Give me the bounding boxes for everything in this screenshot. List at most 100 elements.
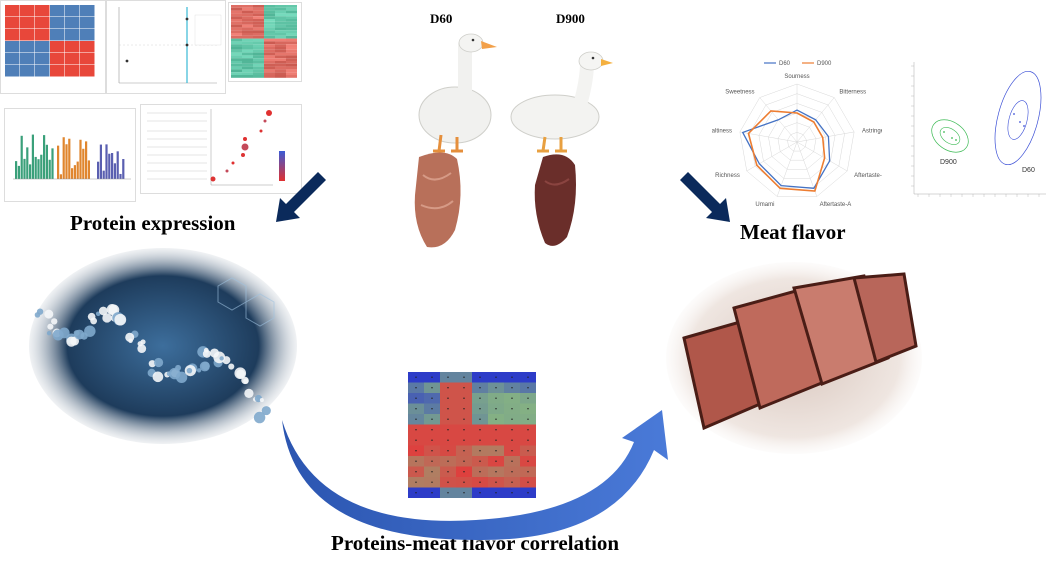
significance-dot — [447, 387, 449, 389]
go-bar — [71, 168, 74, 179]
heatmap-cell — [231, 30, 242, 33]
heatmap-cell — [65, 53, 80, 65]
significance-dot — [463, 460, 465, 462]
kegg-bubble — [241, 153, 245, 157]
significance-dot — [447, 408, 449, 410]
heatmap-cell — [253, 10, 264, 14]
heatmap-cell — [286, 44, 297, 47]
significance-dot — [447, 439, 449, 441]
heatmap-cell — [275, 27, 286, 31]
correlation-heatmap-thumb — [5, 5, 95, 77]
heatmap-cell — [286, 75, 297, 78]
kegg-bubble — [225, 169, 229, 173]
go-bar — [105, 144, 108, 179]
dna-bead — [243, 378, 249, 384]
label-meat-flavor: Meat flavor — [740, 220, 846, 244]
significance-dot — [463, 471, 465, 473]
correlation-heatmap — [408, 372, 536, 498]
kegg-bubble — [231, 161, 235, 165]
significance-dot — [479, 408, 481, 410]
heatmap-cell — [50, 53, 65, 65]
heatmap-cell — [20, 17, 35, 29]
go-bar — [57, 145, 60, 179]
radar-series-d900 — [747, 110, 826, 192]
dna-bead — [87, 312, 96, 321]
go-bar — [45, 144, 48, 179]
heatmap-cell — [231, 41, 242, 45]
heatmap-cell — [231, 7, 242, 11]
radar-legend-d60: D60 — [779, 61, 791, 67]
go-bar — [65, 144, 68, 179]
heatmap-cell — [275, 16, 286, 19]
go-bar — [62, 137, 65, 179]
heatmap-cell — [231, 69, 242, 73]
significance-dot — [463, 450, 465, 452]
go-bar — [17, 165, 20, 179]
heatmap-cell — [35, 17, 50, 29]
heatmap-cell — [264, 5, 275, 8]
pca-label-d60: D60 — [1022, 167, 1035, 174]
heatmap-cell — [253, 33, 264, 36]
heatmap-cell — [242, 44, 253, 47]
heatmap-cell — [242, 21, 253, 25]
go-bar — [20, 135, 23, 179]
heatmap-cell — [286, 19, 297, 22]
kegg-bubble-thumbnail — [140, 104, 302, 194]
significance-dot — [527, 471, 529, 473]
heatmap-cell — [286, 55, 297, 59]
heatmap-cell — [242, 35, 253, 39]
heatmap-cell — [275, 5, 286, 8]
radar-axis-label: Bitterness — [839, 89, 866, 95]
heatmap-cell — [50, 29, 65, 41]
radar-axis-label: Aftertaste-B — [854, 173, 882, 179]
dna-bead — [46, 331, 52, 336]
heatmap-cell — [286, 52, 297, 56]
go-bar — [40, 154, 43, 179]
significance-dot — [479, 429, 481, 431]
go-bar — [97, 161, 100, 179]
radar-grid-ring — [768, 112, 826, 170]
go-bar — [68, 138, 71, 179]
radar-axis — [746, 141, 798, 172]
dna-bead — [253, 411, 266, 424]
significance-dot — [527, 492, 529, 494]
significance-dot — [527, 387, 529, 389]
go-bar — [99, 144, 102, 179]
heatmap-cell — [65, 5, 80, 17]
significance-dot — [431, 418, 433, 420]
dna-bead — [153, 357, 164, 368]
heatmap-cell — [20, 5, 35, 17]
significance-dot — [495, 450, 497, 452]
significance-dot — [495, 481, 497, 483]
meat-d900-image — [534, 154, 576, 246]
heatmap-cell — [275, 61, 286, 64]
dna-bead — [66, 336, 77, 347]
heatmap-cell — [264, 13, 275, 17]
go-bar — [51, 148, 54, 179]
heatmap-cell — [242, 55, 253, 59]
significance-dot — [415, 408, 417, 410]
significance-dot — [431, 450, 433, 452]
significance-dot — [495, 418, 497, 420]
go-bar — [87, 160, 90, 179]
significance-dot — [479, 418, 481, 420]
heatmap-cell — [242, 5, 253, 8]
heatmap-cell — [286, 5, 297, 8]
dna-bead — [175, 364, 182, 371]
heatmap-cell — [50, 17, 65, 29]
kegg-bubble — [241, 143, 249, 151]
significance-dot — [511, 418, 513, 420]
heatmap-cell — [50, 5, 65, 17]
dna-bead — [234, 367, 247, 380]
heatmap-cell — [231, 55, 242, 59]
heatmap-cell — [264, 7, 275, 11]
heatmap-cell — [231, 24, 242, 28]
heatmap-cell — [264, 35, 275, 39]
heatmap-cell — [231, 35, 242, 39]
heatmap-cell — [253, 16, 264, 19]
heatmap-cell — [50, 65, 65, 77]
heatmap-cell — [275, 35, 286, 39]
go-bar — [26, 147, 29, 179]
radar-chart: D60 D900 SournessBitternessAstringencyAf… — [708, 54, 894, 208]
heatmap-cell — [264, 63, 275, 67]
